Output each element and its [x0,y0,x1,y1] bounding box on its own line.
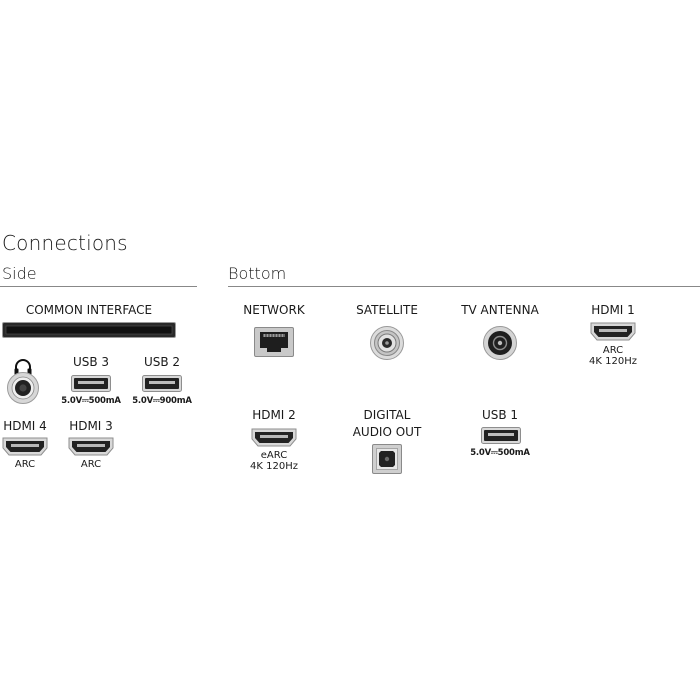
hdmi3-sub: ARC [80,459,102,470]
network-port [254,327,294,357]
bottom-divider [228,286,700,287]
hdmi2-sub-4k: 4K 120Hz [250,461,298,472]
hdmi2-sub-earc: eARC [260,450,288,461]
usb3-label: USB 3 [72,355,110,369]
usb2-rating: 5.0V⎓900mA [132,396,192,406]
digital-audio-label-line1: DIGITAL [363,408,411,422]
usb3-rating: 5.0V⎓500mA [61,396,121,406]
digital-audio-label-line2: AUDIO OUT [352,425,422,439]
hdmi4-port [2,437,48,456]
common-interface-label: COMMON INTERFACE [25,303,153,317]
hdmi2-label: HDMI 2 [252,408,296,422]
side-heading: Side [2,264,37,283]
satellite-connector [369,325,405,361]
hdmi1-label: HDMI 1 [591,303,635,317]
usb2-label: USB 2 [143,355,181,369]
hdmi4-label: HDMI 4 [3,419,47,433]
usb1-rating: 5.0V⎓500mA [470,448,530,458]
usb3-port [71,375,111,392]
headphone-jack [6,371,40,405]
tv-antenna-label: TV ANTENNA [461,303,539,317]
hdmi4-sub: ARC [14,459,36,470]
common-interface-slot [2,322,176,338]
hdmi1-sub-4k: 4K 120Hz [589,356,637,367]
hdmi3-port [68,437,114,456]
side-divider [0,286,197,287]
network-label: NETWORK [243,303,305,317]
hdmi3-label: HDMI 3 [69,419,113,433]
page-title: Connections [2,231,128,255]
hdmi1-port [590,322,636,341]
hdmi2-port [251,428,297,447]
tv-antenna-connector [482,325,518,361]
hdmi1-sub-arc: ARC [602,345,624,356]
usb2-port [142,375,182,392]
bottom-heading: Bottom [228,264,287,283]
usb1-port [481,427,521,444]
digital-audio-optical-port [372,444,402,474]
usb1-label: USB 1 [481,408,519,422]
satellite-label: SATELLITE [356,303,418,317]
